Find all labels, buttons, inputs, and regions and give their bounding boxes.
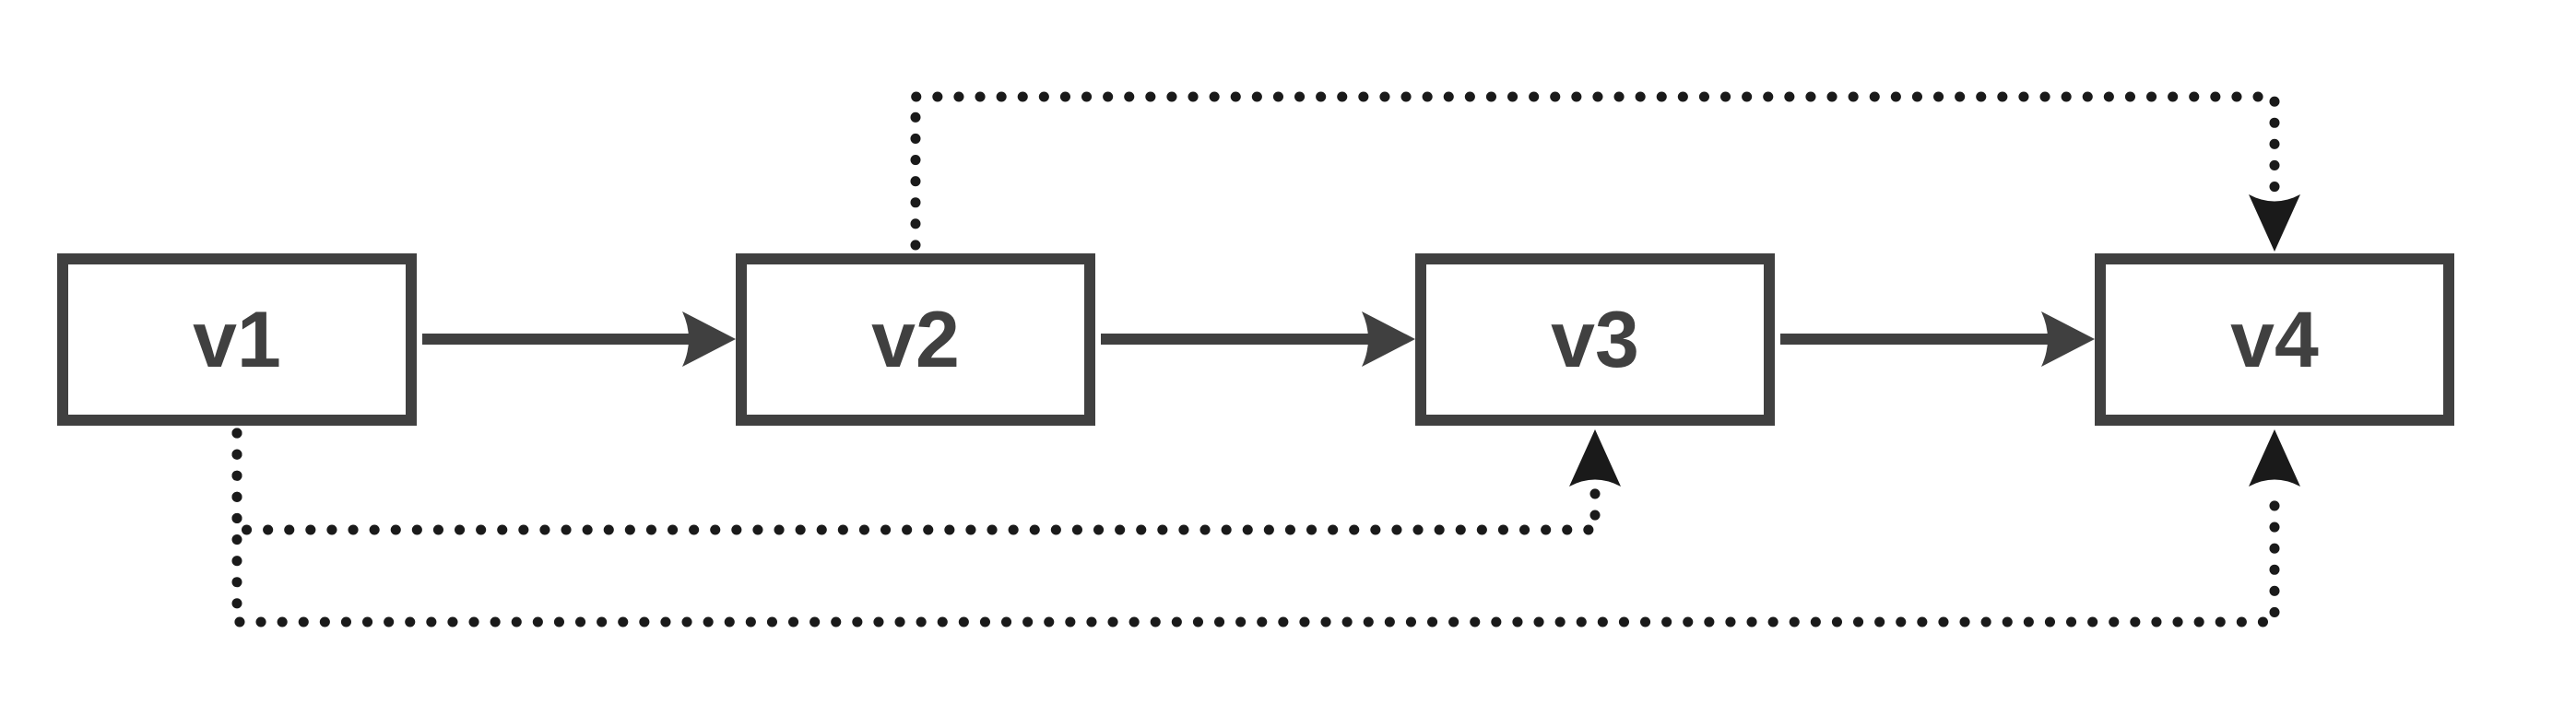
edge-v1-v3-path — [231, 428, 1601, 535]
edge-v1-v4-dotted — [231, 428, 2300, 627]
edge-v1-v2-arrowhead-icon — [682, 311, 736, 367]
edge-v1-v3-arrowhead-icon — [1569, 429, 1621, 487]
node-v4-box — [2095, 253, 2454, 426]
node-v4: v4 — [2095, 253, 2454, 426]
edge-v2-v3-solid — [1101, 311, 1415, 367]
edge-v1-v4-arrowhead-icon — [2249, 429, 2300, 487]
edge-v2-v3-arrowhead-icon — [1362, 311, 1415, 367]
node-v1: v1 — [57, 253, 417, 426]
edge-v2-v4-dotted — [910, 91, 2300, 252]
node-v2-box — [736, 253, 1095, 426]
node-v2-label: v2 — [871, 296, 960, 384]
node-v2: v2 — [736, 253, 1095, 426]
node-v1-label: v1 — [193, 296, 281, 384]
edge-v2-v4-arrowhead-icon — [2249, 194, 2300, 252]
edge-v3-v4-solid — [1780, 311, 2095, 367]
edge-v1-v2-solid — [422, 311, 736, 367]
node-v3: v3 — [1415, 253, 1775, 426]
node-v4-label: v4 — [2230, 296, 2319, 384]
edge-v3-v4-arrowhead-icon — [2041, 311, 2095, 367]
node-v1-box — [57, 253, 417, 426]
edge-v1-v3-dotted — [231, 428, 1621, 535]
node-v3-label: v3 — [1551, 296, 1639, 384]
node-v3-box — [1415, 253, 1775, 426]
edge-v2-v4-path — [910, 91, 2280, 251]
